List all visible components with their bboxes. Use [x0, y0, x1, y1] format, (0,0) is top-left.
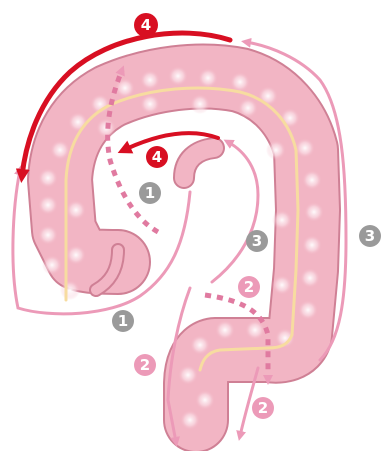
route-3-arrow-inner	[212, 142, 258, 282]
badge-label: 2	[258, 399, 268, 417]
badge-4-top: 4	[134, 13, 158, 37]
badge-3-outer: 3	[359, 225, 381, 247]
badge-label: 3	[252, 232, 262, 250]
badge-label: 2	[244, 278, 254, 296]
badge-3-inner: 3	[246, 230, 268, 252]
badge-1-upper: 1	[139, 182, 161, 204]
badge-4-inner: 4	[146, 146, 168, 168]
badge-label: 2	[140, 356, 150, 374]
badge-label: 1	[145, 184, 155, 202]
badge-2-right: 2	[252, 397, 274, 419]
badge-2-left: 2	[134, 354, 156, 376]
badge-label: 3	[365, 227, 375, 245]
badge-label: 4	[152, 148, 162, 166]
badge-2-mid: 2	[238, 276, 260, 298]
badge-1-lower: 1	[112, 310, 134, 332]
badge-label: 1	[118, 312, 128, 330]
badge-label: 4	[141, 16, 151, 34]
